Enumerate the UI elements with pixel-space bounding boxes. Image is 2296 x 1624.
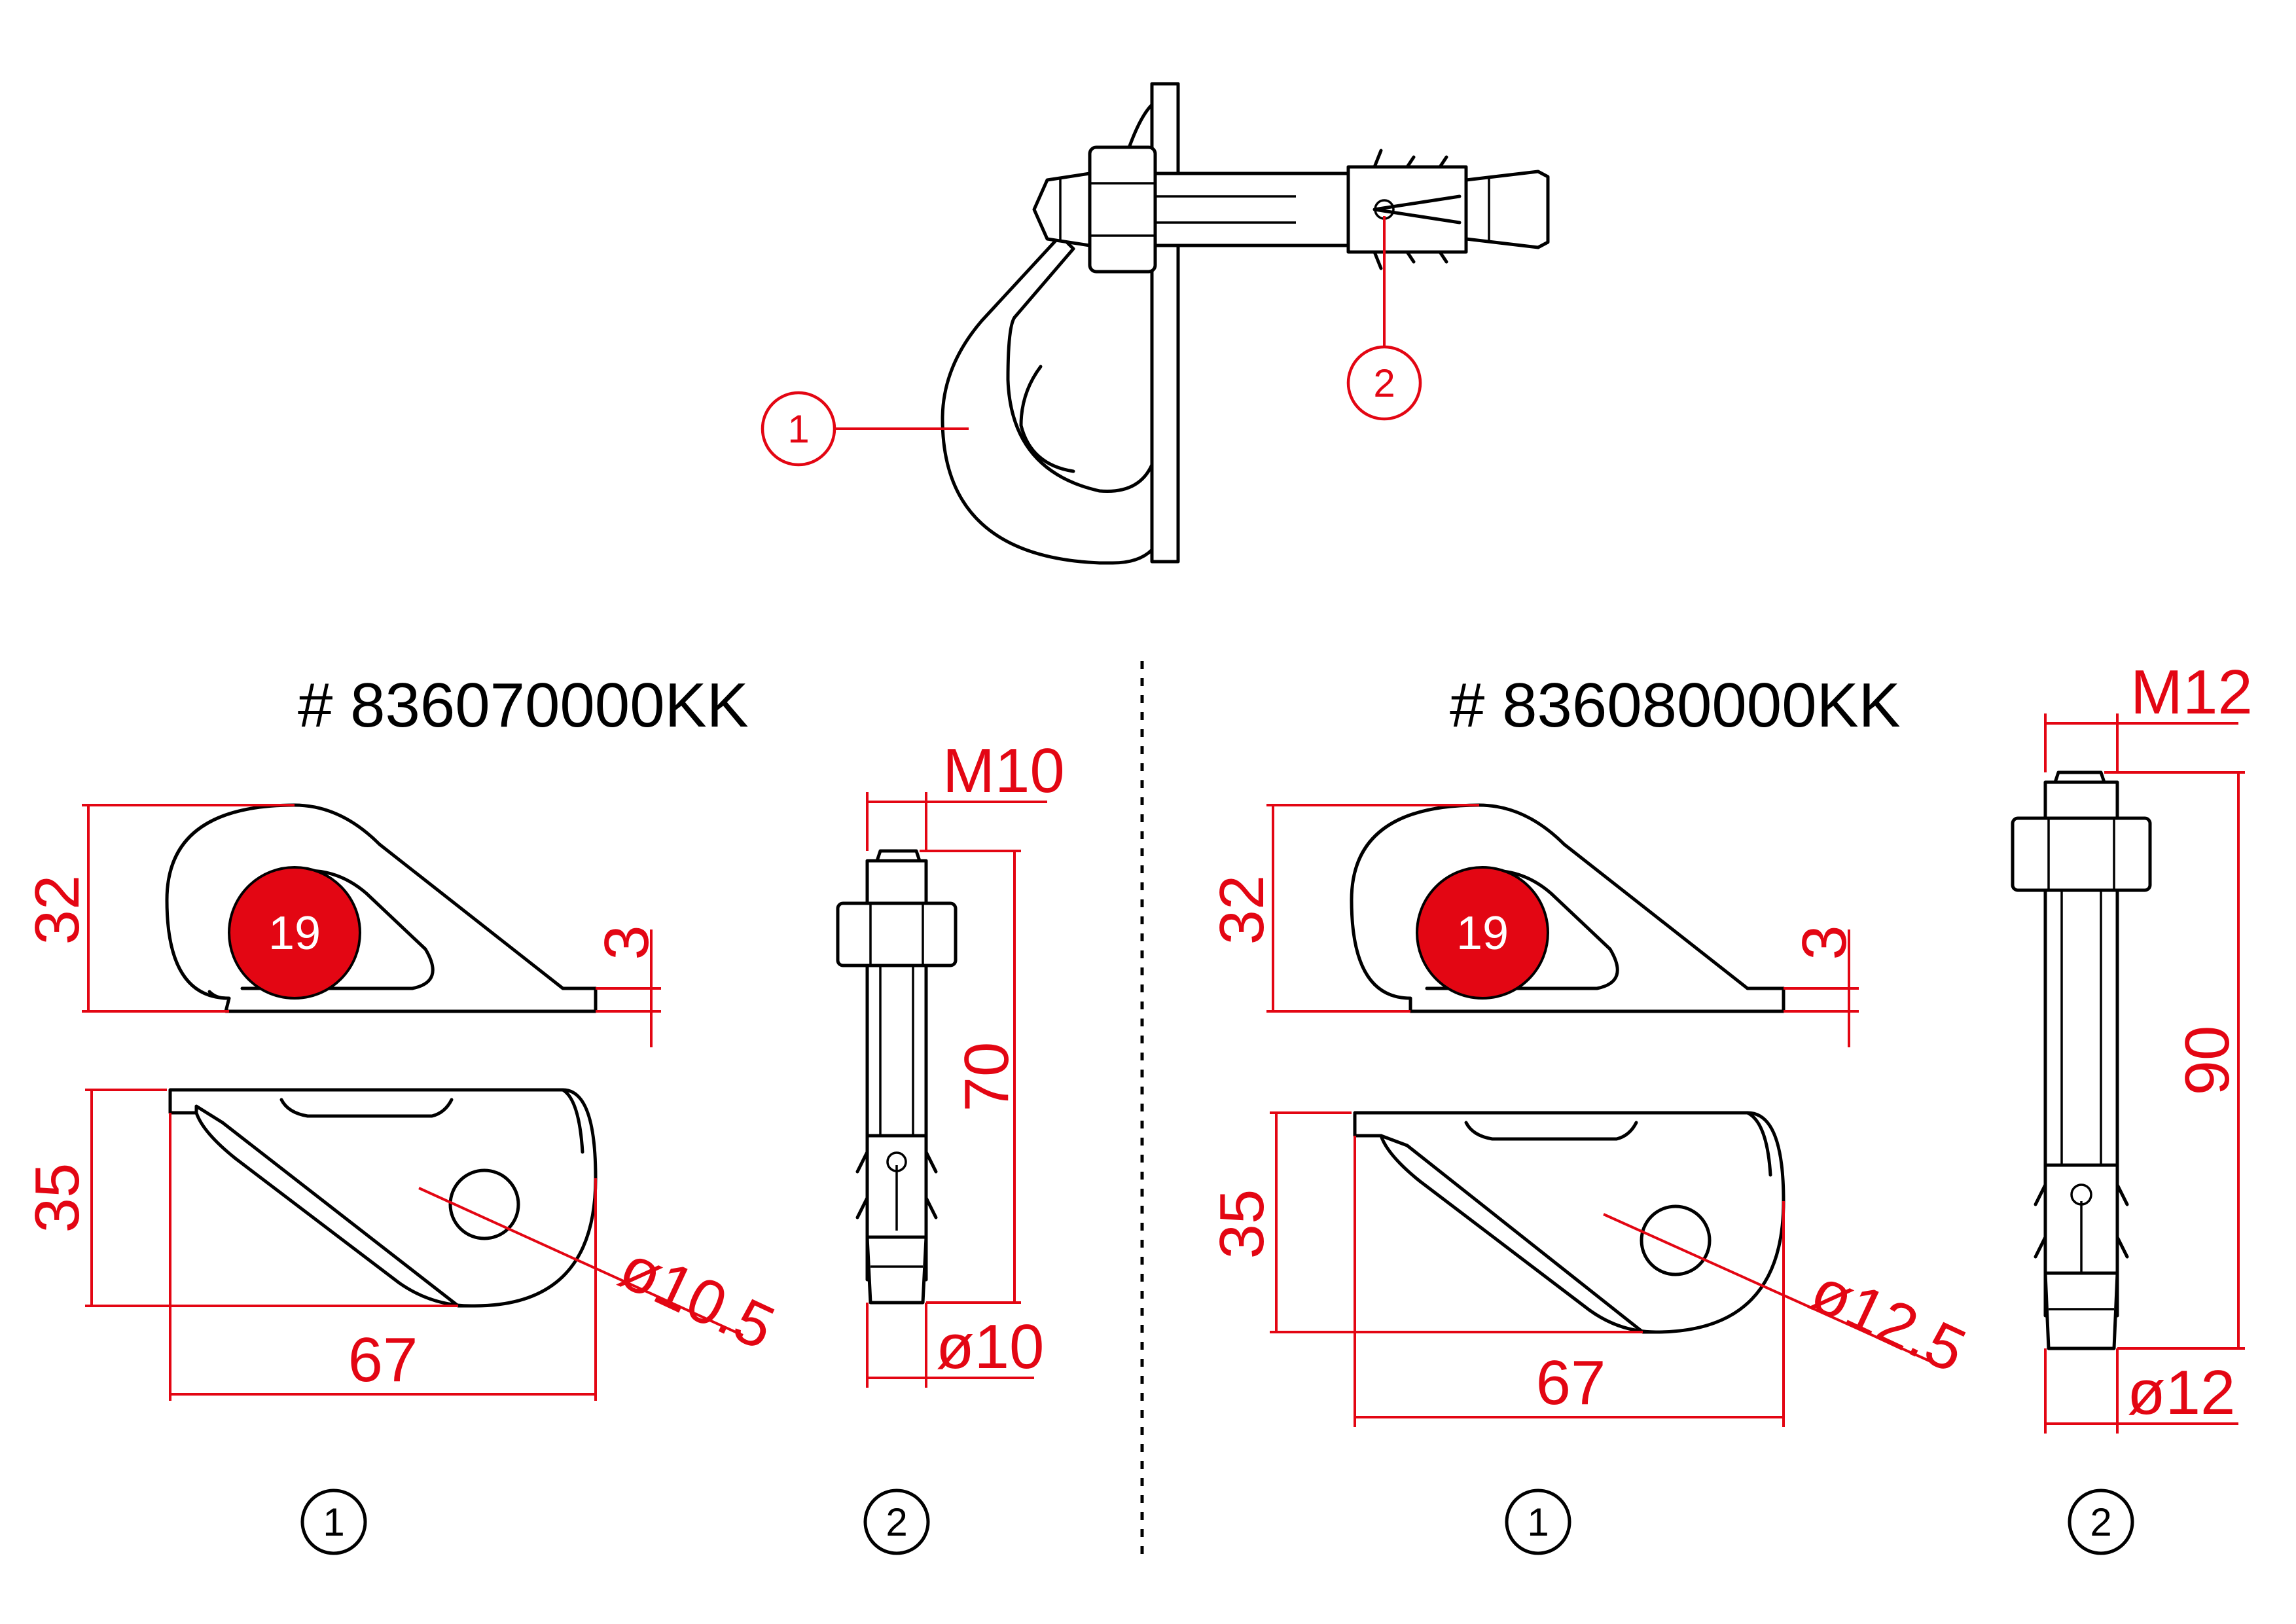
left-part-1-label: 1 [323, 1500, 344, 1544]
left-bolt-cone [865, 1235, 928, 1305]
left-bolt-nut [836, 901, 958, 967]
left-dim-hole-diameter: ø10.5 [609, 1232, 785, 1363]
right-part-2-marker [2068, 1489, 2134, 1555]
left-dim-width: 67 [348, 1325, 418, 1395]
callout-1-label: 1 [787, 407, 809, 451]
right-dim-hole-diameter: ø12.5 [1801, 1255, 1976, 1386]
assembly-hook [941, 83, 1167, 565]
left-hole-label: 19 [268, 907, 321, 960]
right-mounting-hole [1640, 1204, 1712, 1276]
left-article-number: # 836070000KK [298, 670, 749, 740]
right-dim-bolt-thread: M12 [2130, 657, 2253, 727]
left-dim-bolt-length: 70 [952, 1042, 1022, 1112]
assembly-view: 1 2 [761, 82, 1550, 565]
assembly-bolt-tip [1032, 171, 1092, 247]
right-part-2-label: 2 [2090, 1500, 2111, 1544]
right-dim-bolt-length: 90 [2172, 1026, 2242, 1096]
right-dim-bolt-diameter: ø12 [2127, 1358, 2235, 1428]
right-dim-width: 67 [1536, 1348, 1606, 1418]
left-part-2-marker [863, 1489, 930, 1555]
left-hole-circle [228, 866, 361, 1000]
assembly-plate-edge [1150, 82, 1180, 564]
left-part-2-label: 2 [886, 1500, 907, 1544]
left-mounting-hole [448, 1168, 520, 1240]
right-hole-circle [1416, 866, 1549, 1000]
assembly-cone [1464, 170, 1550, 249]
right-hook-side-view [1353, 1111, 1785, 1334]
left-anchor-bolt [836, 849, 958, 1305]
left-dim-thickness: 3 [592, 925, 662, 960]
left-part-1-marker [300, 1489, 367, 1555]
right-dim-thickness: 3 [1789, 925, 1859, 960]
right-bolt-nut [2011, 816, 2152, 892]
right-dim-top-height: 32 [1207, 875, 1277, 945]
left-dim-side-height: 35 [22, 1163, 92, 1233]
right-dim-side-height: 35 [1207, 1189, 1277, 1259]
assembly-nut [1088, 145, 1157, 274]
right-variant: # 836080000KK 19 32 3 35 67 ø12.5 [1207, 657, 2253, 1555]
left-dim-bolt-diameter: ø10 [936, 1312, 1044, 1382]
callout-2-label: 2 [1373, 361, 1395, 405]
left-dim-bolt-thread: M10 [942, 736, 1065, 806]
callout-2 [1346, 345, 1422, 421]
right-hole-label: 19 [1456, 907, 1509, 960]
right-anchor-bolt [2011, 770, 2152, 1350]
right-part-1-label: 1 [1527, 1500, 1549, 1544]
right-part-1-marker [1505, 1489, 1571, 1555]
right-article-number: # 836080000KK [1450, 670, 1901, 740]
left-dim-top-height: 32 [22, 875, 92, 945]
left-variant: # 836070000KK 19 32 3 35 67 [22, 670, 1065, 1555]
assembly-sleeve [1346, 165, 1468, 254]
right-bolt-cone [2043, 1271, 2119, 1350]
callout-1 [761, 391, 836, 467]
left-hook-side-view [168, 1088, 598, 1308]
